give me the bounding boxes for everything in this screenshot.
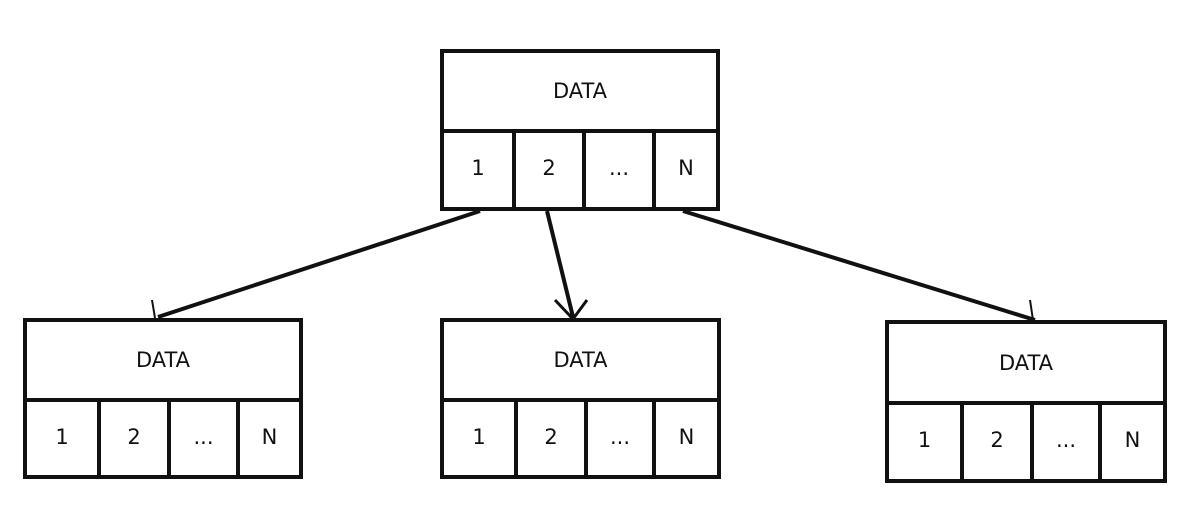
root-node-pointer-cells: 1 2 ... N	[444, 129, 716, 207]
root-node-data-label: DATA	[444, 53, 716, 133]
child-middle-node-data-label: DATA	[444, 322, 717, 402]
child-left-node-pointer-cells: 1 2 ... N	[27, 398, 299, 475]
root-node: DATA 1 2 ... N	[440, 49, 720, 211]
root-node-cell-n: N	[678, 156, 694, 180]
child-right-node-pointer-cells: 1 2 ... N	[889, 401, 1163, 479]
child-right-node-data-label: DATA	[889, 324, 1163, 405]
root-node-cell-2: 2	[516, 129, 586, 207]
child-left-node-cell-n: N	[261, 424, 278, 449]
child-middle-node-pointer-cells: 1 2 ... N	[444, 398, 717, 475]
child-middle-node: DATA 1 2 ... N	[440, 318, 721, 479]
child-left-node: DATA 1 2 ... N	[23, 318, 303, 479]
edge-root-to-child-middle	[545, 210, 589, 321]
child-right-node-cell-1: 1	[889, 401, 964, 479]
child-left-node-data-label: DATA	[27, 322, 299, 402]
child-left-node-cell-ellipsis: ...	[171, 398, 240, 475]
child-middle-node-cell-ellipsis: ...	[588, 398, 656, 475]
child-middle-node-cell-1: 1	[444, 398, 518, 475]
child-right-node-cell-n: N	[1124, 428, 1141, 452]
edge-root-to-child-left	[151, 209, 481, 319]
child-middle-node-cell-2: 2	[518, 398, 588, 475]
child-left-node-cell-2: 2	[101, 398, 171, 475]
child-right-node-cell-2: 2	[964, 401, 1034, 479]
child-left-node-cell-1: 1	[27, 398, 101, 475]
edge-root-to-child-right	[682, 209, 1036, 322]
child-right-node: DATA 1 2 ... N	[885, 320, 1167, 483]
root-node-cell-1: 1	[444, 129, 516, 207]
child-middle-node-cell-n: N	[678, 424, 695, 449]
child-right-node-cell-ellipsis: ...	[1034, 401, 1102, 479]
root-node-cell-ellipsis: ...	[586, 129, 656, 207]
